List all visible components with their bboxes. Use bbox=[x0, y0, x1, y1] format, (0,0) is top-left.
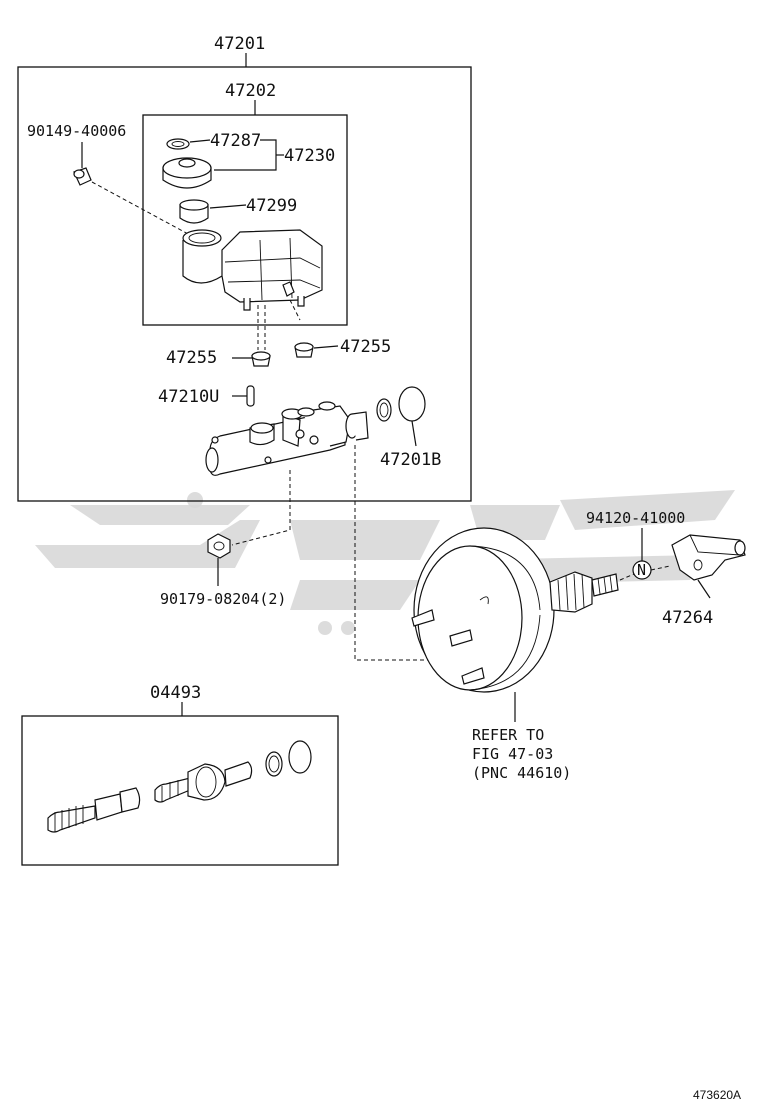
label-fig-47-03: FIG 47-03 bbox=[472, 745, 553, 763]
nut-90179 bbox=[207, 533, 231, 559]
label-47201B: 47201B bbox=[380, 450, 441, 470]
o-ring-47201B bbox=[398, 386, 426, 422]
grommet-47255-left bbox=[251, 351, 271, 367]
label-refer-to: REFER TO bbox=[472, 726, 544, 744]
label-94120-41000: 94120-41000 bbox=[586, 509, 685, 527]
reservoir-tank bbox=[182, 229, 323, 311]
label-90179-08204: 90179-08204(2) bbox=[160, 590, 286, 608]
label-47255-left: 47255 bbox=[166, 348, 217, 368]
strainer-47299 bbox=[179, 199, 209, 224]
master-cylinder-body bbox=[205, 401, 369, 476]
grommet-47255-right bbox=[294, 342, 314, 358]
brake-booster bbox=[411, 527, 619, 693]
label-47230: 47230 bbox=[284, 146, 335, 166]
label-47264: 47264 bbox=[662, 608, 713, 628]
label-90149-40006: 90149-40006 bbox=[27, 122, 126, 140]
label-pnc-44610: (PNC 44610) bbox=[472, 764, 571, 782]
kit-seal-ring bbox=[265, 751, 283, 777]
reservoir-47202-box bbox=[142, 114, 348, 326]
label-47202: 47202 bbox=[225, 81, 276, 101]
label-47287: 47287 bbox=[210, 131, 261, 151]
note-n-symbol: N bbox=[632, 560, 652, 580]
figure-id: 473620A bbox=[693, 1088, 741, 1102]
label-04493: 04493 bbox=[150, 683, 201, 703]
piston-primary bbox=[154, 761, 253, 803]
piston-secondary bbox=[47, 787, 141, 833]
cap-clip-47287 bbox=[166, 138, 190, 150]
label-47210U: 47210U bbox=[158, 387, 219, 407]
n-symbol-letter: N bbox=[637, 561, 646, 579]
assembly-47201-box bbox=[17, 66, 472, 502]
reservoir-cap-47230 bbox=[162, 157, 212, 189]
clevis-47264 bbox=[671, 534, 746, 581]
label-47201: 47201 bbox=[214, 34, 265, 54]
label-47299: 47299 bbox=[246, 196, 297, 216]
pin-47210U bbox=[246, 385, 255, 407]
kit-o-ring bbox=[288, 740, 312, 774]
bolt-90149 bbox=[73, 167, 92, 186]
kit-04493-box bbox=[21, 715, 339, 866]
seal-ring bbox=[376, 398, 392, 422]
label-47255-right: 47255 bbox=[340, 337, 391, 357]
